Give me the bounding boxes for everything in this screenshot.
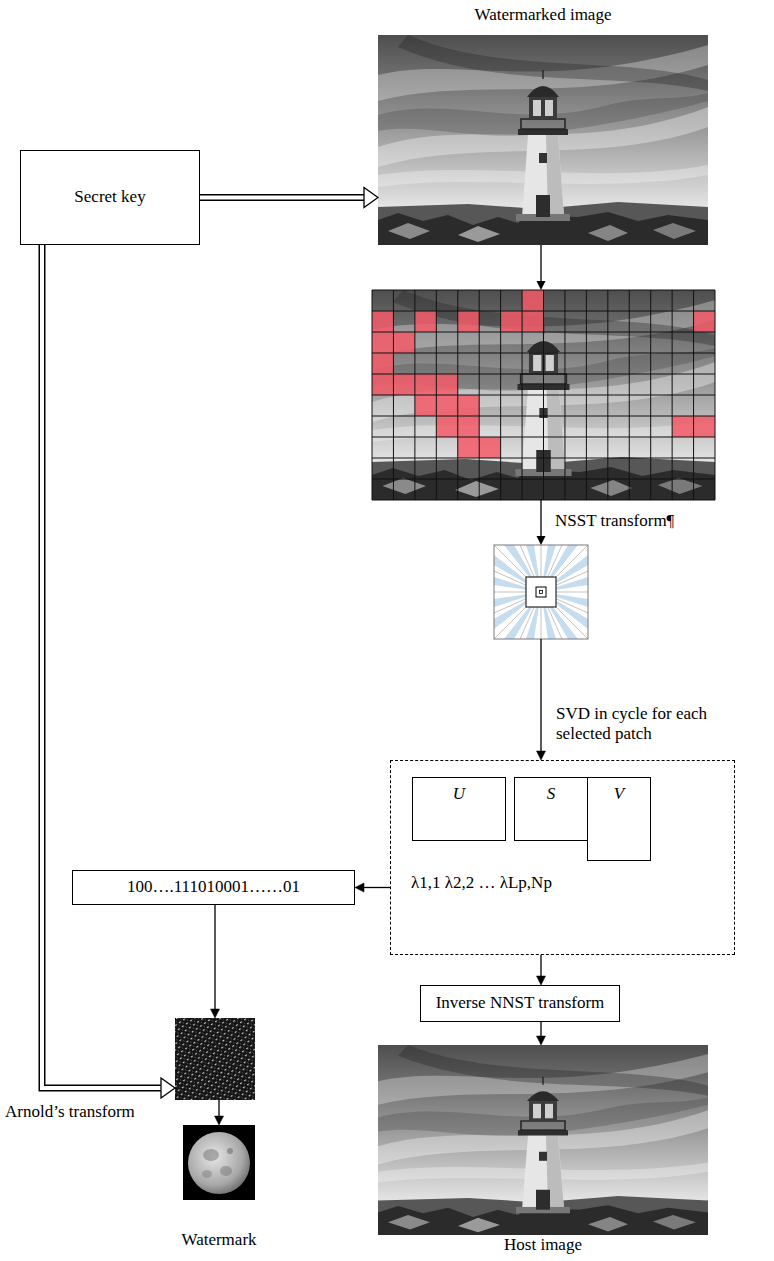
grid-photo — [372, 290, 715, 500]
arrow-head — [537, 1036, 546, 1045]
image-caption: Watermark — [169, 1230, 269, 1250]
box-label: Inverse NNST transform — [436, 993, 605, 1013]
flow-arrow — [537, 955, 546, 985]
image-caption: Arnold’s transform — [5, 1102, 165, 1122]
fine-scale — [536, 587, 546, 597]
arrow-line — [540, 1022, 541, 1037]
double-line-outer — [42, 245, 162, 1088]
moon-disc — [188, 1132, 250, 1194]
arrow-line — [218, 1100, 219, 1117]
step-label: NSST transform¶ — [555, 511, 695, 531]
host-photo — [378, 1045, 708, 1235]
flow-arrow — [211, 905, 220, 1018]
svd-group: SVD in cycle for each selected patchλ1,1… — [390, 760, 735, 955]
wedge-lines — [494, 545, 588, 639]
box-label: Secret key — [74, 187, 145, 207]
image-frame: Host image — [378, 1045, 708, 1235]
arrow-line — [540, 639, 541, 752]
key-box: Secret key — [20, 150, 200, 245]
image-frame: Watermarked image — [378, 35, 708, 245]
arrow-head — [215, 1116, 224, 1125]
flow-arrow — [537, 1022, 546, 1045]
arrow-head — [537, 976, 546, 985]
matrix-name: S — [547, 784, 556, 804]
step-label: SVD in cycle for each selected patch — [556, 704, 756, 745]
coarse-scale — [526, 577, 556, 607]
singular-values: λ1,1 λ2,2 … λLp,Np — [411, 873, 711, 893]
arrow-line — [363, 887, 390, 888]
crater — [227, 1148, 233, 1154]
crater — [202, 1170, 212, 1178]
moon-watermark — [183, 1125, 255, 1200]
matrix-box: U — [412, 777, 506, 841]
double-line-outer — [200, 194, 365, 201]
icon-border — [494, 545, 588, 639]
nsst-tiling-icon — [494, 545, 588, 639]
arrow-line — [540, 500, 541, 537]
matrix-box: V — [587, 777, 651, 861]
transform-icon-frame: NSST transform¶ — [494, 545, 588, 639]
arrow-head — [537, 751, 546, 760]
image-caption: Host image — [378, 1235, 708, 1255]
scrambled-watermark — [175, 1018, 255, 1100]
arrow-line — [540, 245, 541, 282]
icon-ground — [494, 545, 588, 639]
image-frame: Arnold’s transform — [175, 1018, 255, 1100]
arrow-head — [211, 1009, 220, 1018]
flow-arrow — [215, 1100, 224, 1125]
flow-arrow — [537, 639, 546, 760]
arrow-head — [355, 883, 364, 892]
double-line-inner — [42, 245, 162, 1088]
frequency-wedges — [494, 545, 588, 639]
hollow-arrow-head — [364, 188, 378, 208]
process-arrows — [537, 245, 546, 545]
bit-sequence: 100….111010001……01 — [127, 877, 300, 897]
double-arrow — [200, 188, 378, 208]
arrow-head — [537, 281, 546, 290]
patch-grid-image — [372, 290, 715, 500]
grid-lines — [372, 290, 715, 500]
double-line-inner — [200, 196, 365, 200]
double-arrow — [42, 245, 175, 1098]
moon-ground — [183, 1125, 255, 1200]
image-frame: Watermark — [183, 1125, 255, 1200]
process-box: Inverse NNST transform — [420, 985, 620, 1022]
crater — [203, 1149, 219, 1161]
arrow-head — [537, 536, 546, 545]
arrow-line — [540, 955, 541, 977]
bit-sequence-box: 100….111010001……01 — [72, 870, 355, 905]
watermarked-photo — [378, 35, 708, 245]
matrix-name: V — [614, 784, 624, 804]
hollow-arrow-head — [161, 1078, 175, 1098]
lowpass-band — [540, 591, 543, 594]
matrix-name: U — [453, 784, 465, 804]
arrow-line — [214, 905, 215, 1010]
flow-arrow — [355, 883, 390, 892]
matrix-box: S — [514, 777, 588, 841]
crater — [220, 1166, 232, 1176]
image-caption: Watermarked image — [378, 5, 708, 25]
